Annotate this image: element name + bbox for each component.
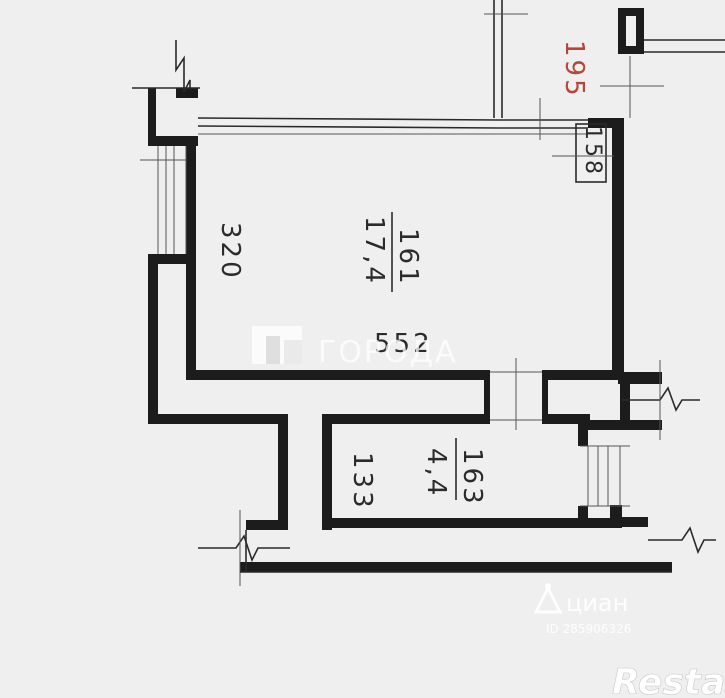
dimension-552: 552 [374, 329, 433, 359]
wall-corridor-left [148, 414, 288, 424]
wall-right-low [628, 420, 662, 430]
door-jamb-left [484, 370, 490, 424]
dimension-195: 195 [559, 40, 589, 99]
watermark-gorod-text: ГОРОДА [318, 335, 458, 370]
walls [148, 8, 672, 572]
wall-left-lower-vert [148, 254, 158, 424]
wall-small-left [322, 414, 332, 530]
wall-corridor-bottom-left [246, 520, 288, 530]
wall-small-top-right [546, 414, 590, 424]
small-room-number: 163 [457, 448, 487, 507]
labels: 195 158 320 161 17,4 552 133 163 4,4 [215, 40, 605, 511]
watermark-restate-text: Restate [612, 662, 725, 698]
wall-right-lower-stub [612, 517, 648, 527]
cian-logo-icon [533, 583, 563, 614]
wall-right-mid [580, 420, 630, 430]
watermark-cian-id: ID 285906326 [546, 622, 631, 636]
column-top-right-inner [626, 16, 636, 46]
watermark-cian: циан ID 285906326 [533, 583, 631, 636]
wall-left-cap-small [176, 88, 198, 98]
dimension-320: 320 [215, 222, 245, 281]
wall-top-left-cap [148, 136, 198, 146]
gorod-logo-icon [252, 326, 302, 364]
small-room-area: 4,4 [421, 448, 451, 498]
wall-small-bottom [322, 518, 622, 528]
wall-right-down [620, 378, 630, 430]
door-jamb-right [542, 370, 548, 424]
main-room-area: 17,4 [359, 216, 389, 286]
thin-lines [132, 0, 725, 586]
watermark-gorod: ГОРОДА [252, 326, 458, 370]
dimension-133: 133 [347, 452, 377, 511]
wall-small-top [322, 414, 488, 424]
watermark-restate: Restate [612, 662, 725, 698]
wall-exterior-bottom [240, 562, 672, 572]
wall-main-bottom-right [546, 370, 622, 380]
dimension-158: 158 [580, 126, 605, 177]
watermark-cian-text: циан [566, 589, 628, 617]
wall-left-lower [148, 254, 196, 264]
wall-small-right-lower [578, 506, 588, 526]
wall-left-upper [148, 88, 156, 146]
wall-main-bottom [186, 370, 486, 380]
wall-small-right-upper [578, 414, 588, 446]
main-room-number: 161 [393, 228, 423, 287]
wall-corridor-left-down [278, 414, 288, 530]
wall-right-main [612, 120, 624, 380]
wall-right-top [588, 118, 624, 128]
wall-mid-left [186, 146, 196, 378]
